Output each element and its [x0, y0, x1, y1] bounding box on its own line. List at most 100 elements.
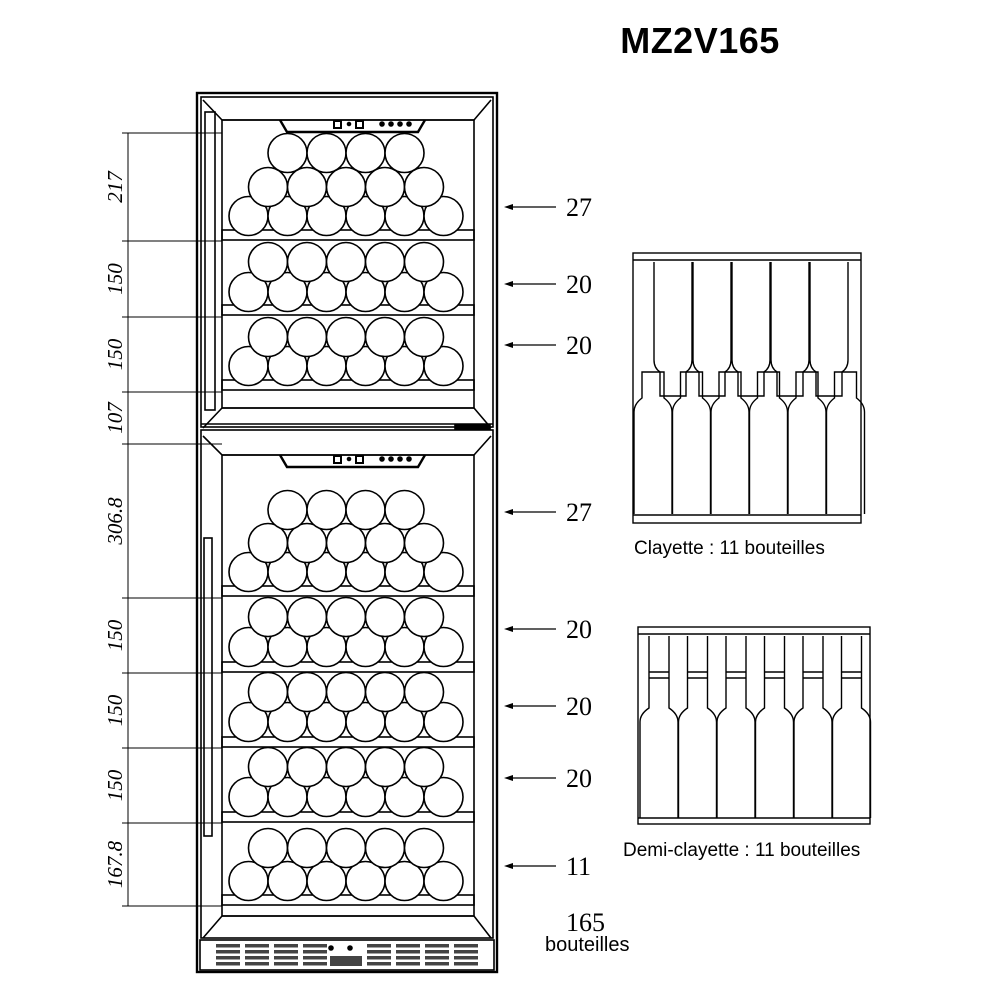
bottle-end: [306, 132, 347, 174]
shelf-bar: [221, 894, 475, 906]
bottle-end: [403, 746, 445, 788]
bottle-end: [364, 596, 406, 638]
shelf-bar: [221, 229, 475, 241]
grille-slot: [396, 950, 420, 954]
bottle-lower: [633, 371, 673, 514]
bottle-lower: [748, 371, 789, 514]
bottle-end: [423, 701, 464, 743]
grille-slot: [367, 962, 391, 966]
led-icon: [379, 121, 385, 127]
bottle-end: [325, 827, 367, 869]
grille-slot: [274, 950, 298, 954]
bottle-count-label: 27: [566, 498, 592, 527]
led-icon: [379, 456, 385, 462]
bottle-end: [384, 489, 425, 531]
bottle-end: [286, 671, 328, 713]
half-shelf-drawing: [637, 626, 872, 825]
shelf-bar: [221, 379, 475, 391]
grille-slot: [425, 962, 449, 966]
grille-slot: [425, 944, 449, 948]
grille-slot: [330, 956, 362, 966]
bottle-end: [247, 596, 289, 638]
bottle-lower: [710, 371, 750, 514]
arrow-head-icon: [504, 281, 513, 287]
full-shelf-drawing: [632, 252, 866, 524]
lock: [454, 424, 491, 430]
bottle-end: [286, 316, 328, 358]
arrow-head-icon: [504, 626, 513, 632]
bottle-end: [403, 241, 445, 283]
bottle: [677, 636, 718, 818]
control-panel: [278, 454, 427, 469]
bottle-end: [403, 522, 445, 564]
bottle-end: [364, 166, 406, 208]
grille-slot: [454, 950, 478, 954]
total-bottles-label: bouteilles: [545, 934, 630, 956]
bottle-count-label: 11: [566, 852, 591, 881]
shelf-frame: [632, 252, 862, 524]
bottle-end: [423, 551, 464, 593]
bottle-end: [364, 746, 406, 788]
bottle-end: [403, 827, 445, 869]
bottle-end: [325, 166, 367, 208]
bottle-count-label: 20: [566, 692, 592, 721]
bottle-upper: [809, 262, 849, 397]
arrow-head-icon: [504, 863, 513, 869]
half-shelf-frame: [637, 626, 871, 825]
grille-slot: [425, 950, 449, 954]
led-icon: [346, 456, 352, 462]
arrow-head-icon: [504, 204, 513, 210]
bottle-end: [423, 860, 464, 902]
grille-slot: [245, 956, 269, 960]
bottle-end: [364, 671, 406, 713]
bottle-end: [403, 316, 445, 358]
bottle-end: [345, 132, 386, 174]
led-icon: [406, 456, 412, 462]
bottle-end: [423, 195, 464, 237]
bottle: [793, 636, 833, 818]
grille-slot: [454, 962, 478, 966]
full-shelf-caption: Clayette : 11 bouteilles: [634, 538, 825, 559]
bottle-end: [384, 132, 425, 174]
bottle-end: [247, 316, 289, 358]
led-icon: [397, 456, 403, 462]
shelf-bar: [221, 585, 475, 597]
bottle-end: [423, 776, 464, 818]
bottle-end: [403, 596, 445, 638]
bottom-glass: [221, 454, 475, 917]
arrow-head-icon: [504, 509, 513, 515]
dimension-label: 217: [103, 170, 127, 203]
top-door-bevel: [202, 99, 492, 121]
dimension-label: 150: [103, 769, 127, 801]
grille-slot: [274, 944, 298, 948]
bottle-end: [267, 489, 308, 531]
bottle-end: [247, 746, 289, 788]
bottle-end: [423, 626, 464, 668]
bottle-end: [286, 596, 328, 638]
grille-slot: [216, 962, 240, 966]
bottle-upper: [731, 262, 771, 397]
control-panel: [278, 119, 427, 134]
bottle-lower: [825, 371, 866, 514]
top-door-frame: [200, 96, 494, 428]
grille-slot: [216, 956, 240, 960]
bottle-end: [247, 671, 289, 713]
bottle-end: [247, 827, 289, 869]
grille-slot: [396, 944, 420, 948]
button-icon: [333, 455, 342, 464]
button-icon: [355, 455, 364, 464]
grille-slot: [303, 956, 327, 960]
grille-slot: [425, 956, 449, 960]
screw-icon: [347, 945, 353, 951]
dimension-label: 150: [103, 338, 127, 370]
bottom-handle: [203, 537, 213, 837]
bottle-end: [286, 746, 328, 788]
bottle-count-label: 20: [566, 270, 592, 299]
screw-icon: [328, 945, 334, 951]
bottom-door-bevel-bottom: [202, 915, 492, 939]
bottom-door-bevel: [202, 435, 492, 456]
grille-slot: [367, 944, 391, 948]
bottle-lower: [671, 371, 712, 514]
